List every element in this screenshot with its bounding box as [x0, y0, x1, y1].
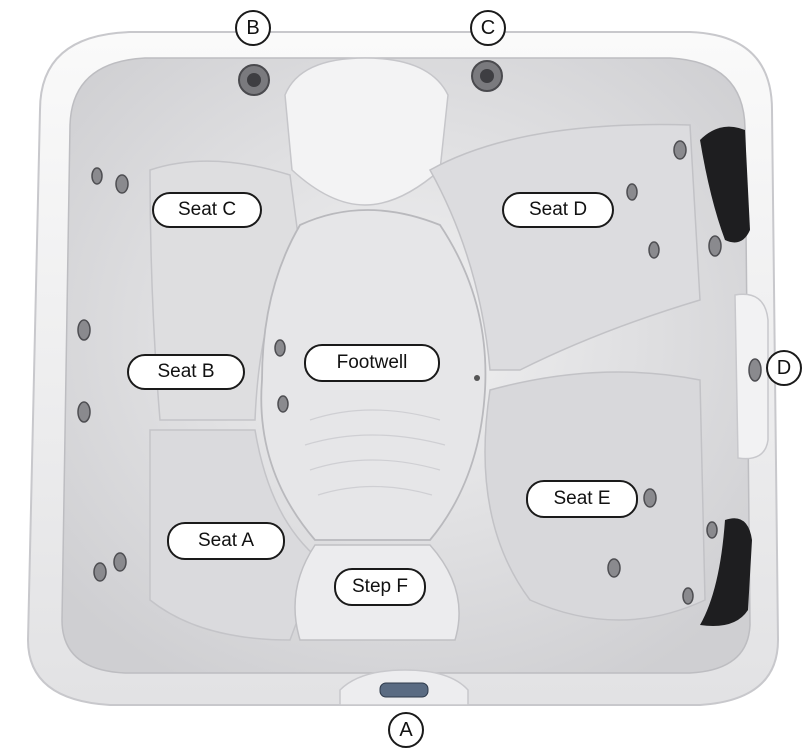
pillow-lower-right — [700, 518, 752, 626]
jet — [673, 140, 687, 160]
jet — [626, 183, 638, 201]
marker-b: B — [235, 10, 271, 46]
jet — [115, 174, 129, 194]
top-jet-c — [471, 60, 503, 92]
pillow-upper-right — [700, 126, 750, 243]
label-step-f: Step F — [334, 568, 426, 606]
jet — [682, 587, 694, 605]
label-seat-b: Seat B — [127, 354, 245, 390]
jet — [277, 395, 289, 413]
jets-group — [77, 140, 762, 605]
jet — [708, 235, 722, 257]
label-seat-e: Seat E — [526, 480, 638, 518]
jet — [91, 167, 103, 185]
marker-c: C — [470, 10, 506, 46]
marker-a: A — [388, 712, 424, 748]
jet — [607, 558, 621, 578]
center-console — [284, 57, 449, 206]
drain — [474, 375, 480, 381]
footwell-ribs — [304, 409, 446, 496]
jet — [748, 358, 762, 382]
jet — [643, 488, 657, 508]
label-seat-d: Seat D — [502, 192, 614, 228]
jet — [93, 562, 107, 582]
label-seat-c: Seat C — [152, 192, 262, 228]
jet — [113, 552, 127, 572]
label-seat-a: Seat A — [167, 522, 285, 560]
label-footwell: Footwell — [304, 344, 440, 382]
top-jet-b — [238, 64, 270, 96]
jet — [648, 241, 660, 259]
jet — [77, 401, 91, 423]
jet — [274, 339, 286, 357]
marker-d: D — [766, 350, 802, 386]
jet — [77, 319, 91, 341]
jet — [706, 521, 718, 539]
control-panel-display — [379, 682, 429, 698]
